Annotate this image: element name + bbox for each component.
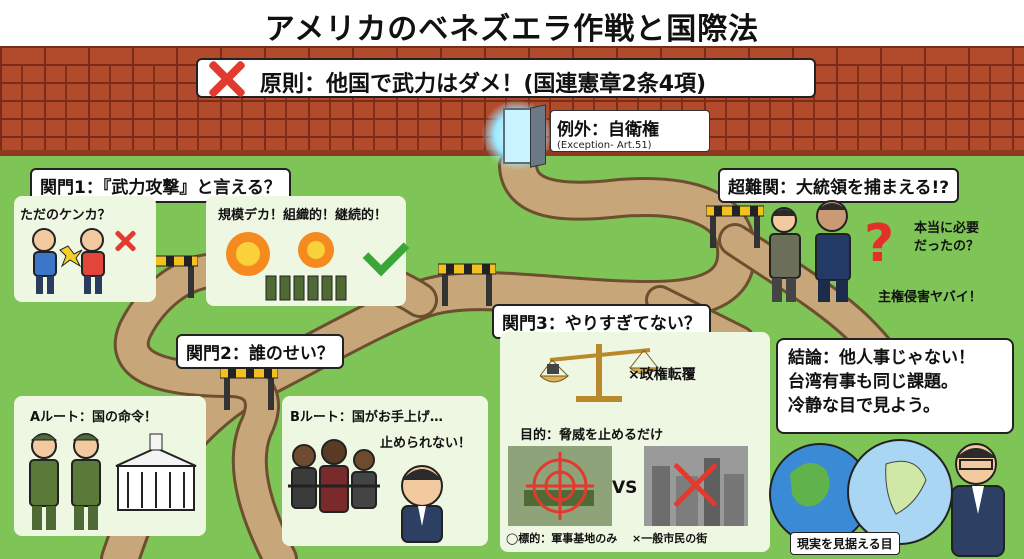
necessity-question: 本当に必要 だったの？ [914,220,979,256]
question-mark-icon: ? [864,214,895,274]
cannot-stop-speech: 止められない！ [380,436,472,451]
necessity-question-line1: 本当に必要 [914,221,980,236]
military-base-target-icon [508,446,612,526]
hardest-barrier-icon [706,205,764,248]
principle-banner: 原則：他国で武力はダメ！(国連憲章2条4項) [196,58,816,98]
route-b-label: Bルート：国がお手上げ… [290,410,443,425]
explosions-soldiers-icon [226,232,347,301]
gate1-war-label: 規模デカ！組織的！継続的！ [218,208,388,223]
target-caption: ◯標的：軍事基地のみ [506,532,618,545]
not-attack-x-icon [112,228,138,254]
exception-door-icon [503,108,533,164]
gate2-heading: 関門2：誰のせい？ [176,334,344,369]
globes-speaker-icon [769,439,1005,557]
conclusion-line3: 冷静な目で見よう。 [788,396,940,416]
page-title: アメリカのベネズエラ作戦と国際法 [264,12,760,47]
purpose-label: 目的：脅威を止めるだけ [520,428,664,443]
conclusion-line2: 台湾有事も同じ課題。 [788,372,958,392]
route-a-label: Aルート：国の命令！ [30,410,158,425]
globe-caption: 現実を見据える目 [790,532,900,555]
gate1-fight-label: ただのケンカ？ [20,208,111,223]
exception-note: (Exception- Art.51) [557,140,652,151]
vs-label: VS [612,478,638,498]
conclusion-box: 結論：他人事じゃない！ 台湾有事も同じ課題。 冷静な目で見よう。 [776,338,1014,434]
title-band [0,0,1024,46]
necessity-question-line2: だったの？ [914,239,980,254]
hardest-heading: 超難関：大統領を捕まえる!? [718,168,960,203]
sovereignty-warning: 主権侵害ヤバイ！ [878,290,982,305]
exception-callout: 例外：自衛権 (Exception- Art.51) [550,110,710,152]
civilian-caption: ×一般市民の街 [632,532,708,545]
exception-label: 例外：自衛権 [557,120,659,140]
gang-worried-official-icon [288,439,443,543]
civilian-x-icon [666,456,724,514]
balance-scale-icon [540,344,660,402]
soldiers-government-icon [29,433,197,530]
gate2-barrier-icon [220,367,278,410]
door-leaf [530,104,546,168]
president-arrest-icon [769,200,851,302]
gate1b-barrier-icon [438,263,496,306]
regime-change-label: ×政権転覆 [628,367,696,383]
fighting-kids-icon [32,228,105,294]
conclusion-line1: 結論：他人事じゃない！ [788,348,975,368]
